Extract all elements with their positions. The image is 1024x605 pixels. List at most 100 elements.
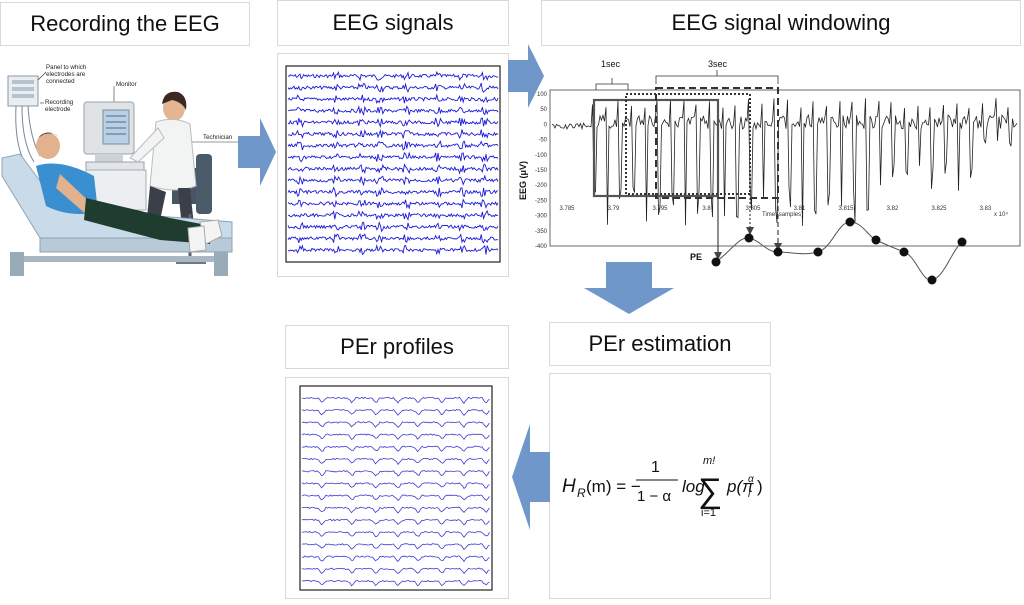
x-tick-label: 3.83 <box>980 206 992 212</box>
formula-frac-den: 1 − α <box>637 488 671 505</box>
y-tick-label: -400 <box>535 244 548 250</box>
recording-title-box: Recording the EEG <box>0 2 250 46</box>
panel-label-1: Panel to which <box>46 64 87 71</box>
y-tick-label: -250 <box>535 198 548 204</box>
brace-1sec <box>595 78 629 90</box>
formula-sigma: ∑ <box>698 472 722 510</box>
profile-line <box>301 531 490 538</box>
profile-line <box>301 494 490 501</box>
estimation-title: PEr estimation <box>588 331 732 356</box>
label-3sec: 3sec <box>708 59 728 69</box>
eeg-channel-line <box>288 209 499 221</box>
x-tick-label: 3.805 <box>745 206 761 212</box>
y-tick-label: -100 <box>535 153 548 159</box>
pe-label: PE <box>690 252 702 262</box>
x-tick-label: 3.81 <box>794 206 806 212</box>
arrow-windowing-to-estimation <box>584 262 674 314</box>
x-tick-label: 3.815 <box>838 206 854 212</box>
windowing-x-multiplier: x 10⁴ <box>994 211 1008 218</box>
eeg-channel-line <box>287 163 499 175</box>
brace-3sec <box>655 70 779 84</box>
formula-term-sub: i <box>748 489 751 500</box>
profile-line <box>301 482 490 490</box>
signals-title: EEG signals <box>332 10 454 35</box>
eeg-channel-line <box>287 233 499 244</box>
formula-sum-top: m! <box>703 455 715 467</box>
profile-line <box>302 518 490 526</box>
eeg-signals-plot <box>285 65 501 263</box>
x-tick-label: 3.825 <box>931 206 947 212</box>
eeg-channel-line <box>287 93 499 105</box>
formula-lhs-arg: (m) = − <box>586 477 641 496</box>
eeg-channel-line <box>287 70 499 82</box>
profile-line <box>301 409 490 417</box>
windowing-title: EEG signal windowing <box>671 10 891 35</box>
eeg-channel-line <box>287 220 499 233</box>
technician-label: Technician <box>203 134 233 141</box>
arrow-signals-to-windowing <box>508 44 544 108</box>
label-1sec: 1sec <box>601 59 621 69</box>
window-3 <box>655 87 779 199</box>
pe-points <box>711 217 967 285</box>
y-tick-label: -350 <box>535 229 548 235</box>
profile-line <box>301 433 490 440</box>
electrode-label-2: electrode <box>45 106 71 113</box>
patient <box>36 132 223 253</box>
arrow-recording-to-signals <box>238 118 276 186</box>
y-tick-label: 100 <box>537 92 548 98</box>
eeg-channel-line <box>287 198 499 210</box>
formula-lhs: H <box>562 476 576 497</box>
profile-line <box>301 567 490 575</box>
y-tick-label: 50 <box>540 107 547 113</box>
eeg-channel-line <box>287 186 499 198</box>
eeg-channel-line <box>287 151 499 163</box>
eeg-channel-line <box>287 105 499 117</box>
profile-line <box>301 506 490 514</box>
profiles-title-box: PEr profiles <box>285 325 509 369</box>
y-tick-label: -200 <box>535 183 548 189</box>
panel-label-3: connected <box>46 78 75 85</box>
eeg-channel-line <box>287 140 499 151</box>
x-tick-label: 3.8 <box>702 206 711 212</box>
profile-line <box>301 543 490 551</box>
estimation-title-box: PEr estimation <box>549 322 771 366</box>
windowing-ylabel: EEG (μV) <box>518 161 528 200</box>
window-2 <box>625 93 751 195</box>
profile-line <box>301 396 490 404</box>
formula-frac-num: 1 <box>651 459 660 476</box>
eeg-channel-line <box>287 82 499 94</box>
per-profiles-plot <box>299 385 493 591</box>
formula-lhs-sub: R <box>577 486 586 500</box>
x-ticks: 3.785 3.79 3.795 3.8 3.805 3.81 3.815 3.82 3.825… <box>559 206 992 212</box>
formula-term-close: ) <box>757 477 763 496</box>
x-tick-label: 3.82 <box>887 206 899 212</box>
recording-illustration: Panel to which electrodes are connected … <box>1 64 238 276</box>
profiles-panel <box>285 377 509 599</box>
windowing-xlabel: Time (samples) <box>762 212 803 218</box>
formula-sum-bottom: i=1 <box>701 507 716 519</box>
formula-term: p(π <box>726 477 754 496</box>
x-tick-label: 3.785 <box>559 206 575 212</box>
profile-line <box>301 579 490 587</box>
formula-panel: H R (m) = − 1 1 − α log m! ∑ i=1 p(π α i… <box>549 373 771 599</box>
profile-line <box>301 445 490 453</box>
windowing-title-box: EEG signal windowing <box>541 0 1021 46</box>
eeg-channels <box>287 70 499 256</box>
x-tick-label: 3.79 <box>608 206 620 212</box>
y-tick-label: -50 <box>538 138 547 144</box>
profile-line <box>301 555 490 563</box>
profile-line <box>301 421 490 429</box>
panel-label-2: electrodes are <box>46 71 86 78</box>
electrode-label-1: Recording <box>45 99 74 106</box>
monitor-label: Monitor <box>116 81 137 88</box>
x-tick-label: 3.795 <box>652 206 668 212</box>
profile-line <box>302 457 490 466</box>
formula-term-sup: α <box>748 474 754 485</box>
eeg-trace <box>551 98 1018 226</box>
y-tick-label: -300 <box>535 214 548 220</box>
eeg-channel-line <box>287 117 499 129</box>
electrode-panel <box>7 75 41 169</box>
signals-title-box: EEG signals <box>277 0 509 46</box>
